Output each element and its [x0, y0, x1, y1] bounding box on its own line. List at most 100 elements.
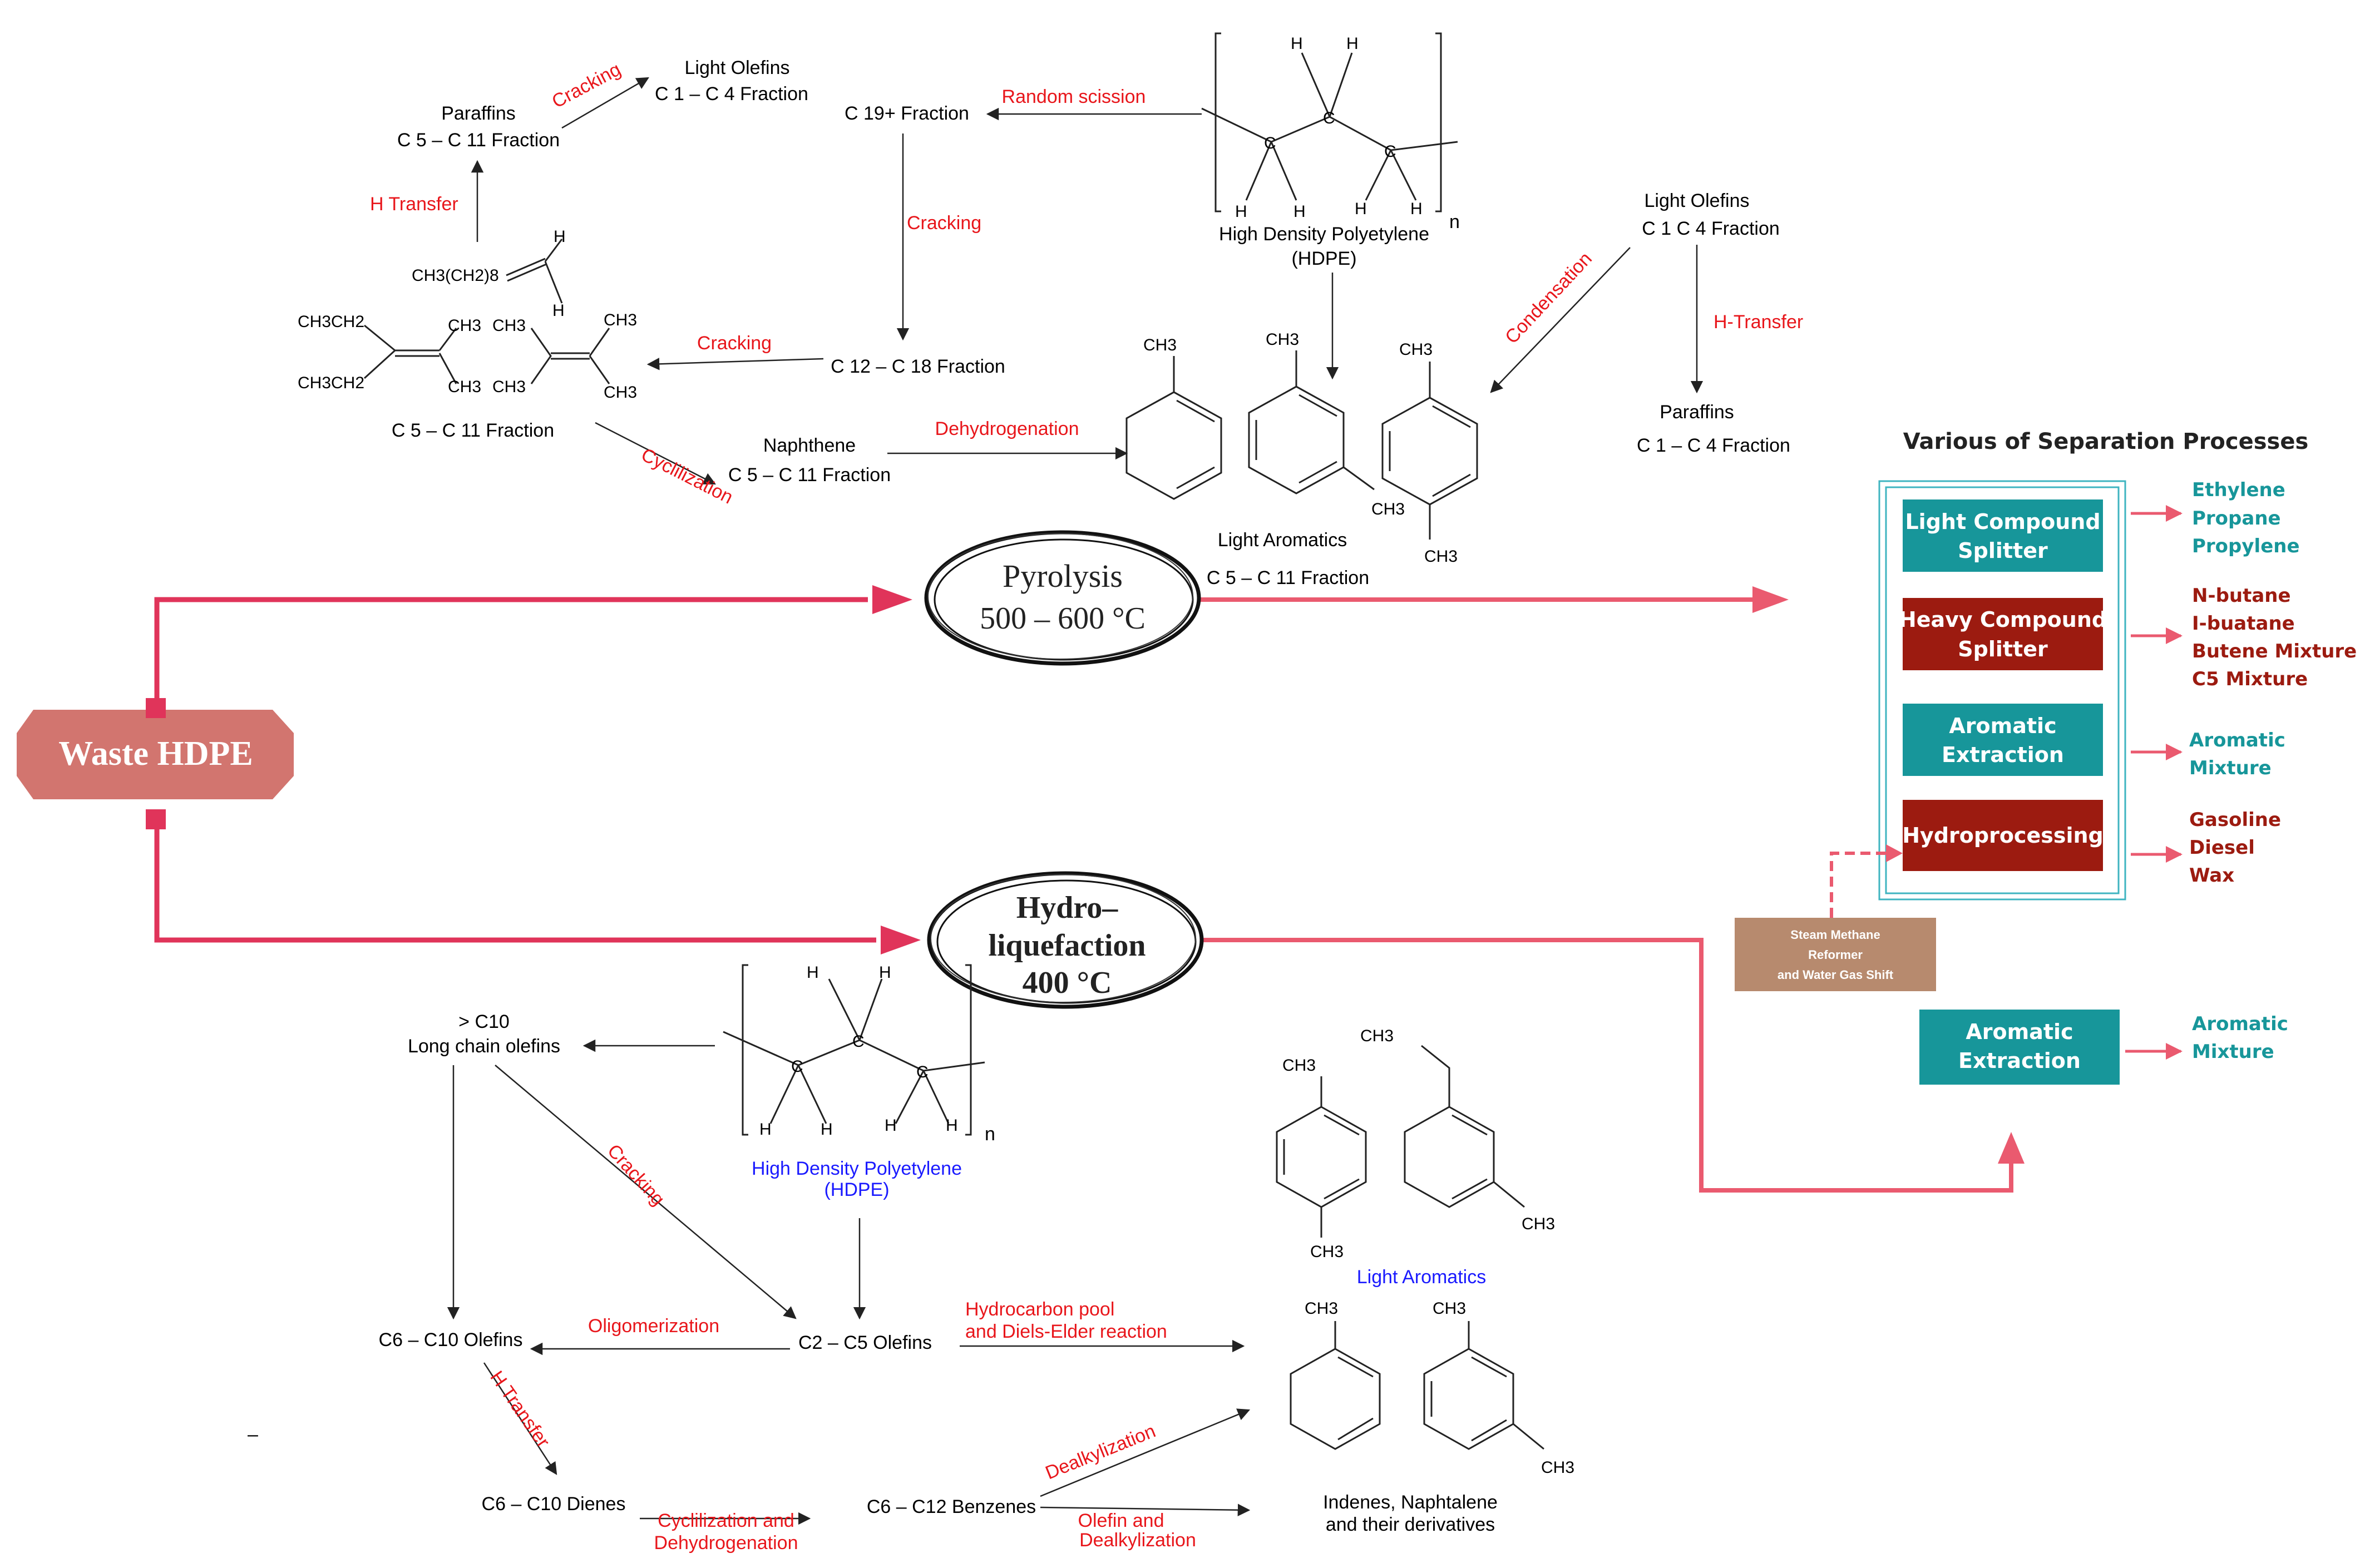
label-hydrocarbon-pool-1: Hydrocarbon pool — [965, 1299, 1114, 1320]
hdpe-n-bottom: n — [985, 1124, 995, 1145]
product-aromatic-2: Aromatic — [2192, 1013, 2288, 1035]
naphthene-label: Naphthene — [763, 435, 856, 456]
naphthene-range: C 5 – C 11 Fraction — [728, 464, 891, 486]
light-aromatics-bottom: Light Aromatics — [1357, 1267, 1486, 1288]
product-diesel: Diesel — [2189, 837, 2255, 859]
label-cracking-bottom: Cracking — [603, 1140, 669, 1210]
hydro-feed-line — [154, 829, 876, 943]
label-olefin-dealk-2: Dealkylization — [1079, 1530, 1196, 1551]
atom-label: H — [879, 963, 891, 982]
hydro-mechanism: C C C H H H H H H n High Density Polyety… — [248, 963, 1574, 1554]
product-mixture-1: Mixture — [2189, 757, 2272, 779]
atom-label: H — [1291, 34, 1303, 53]
hydroliquefaction-node[interactable]: Hydro– liquefaction 400 °C — [927, 871, 1204, 1009]
label-olefin-dealk-1: Olefin and — [1078, 1510, 1164, 1531]
product-propane: Propane — [2192, 507, 2281, 530]
atom-label: H — [946, 1116, 958, 1135]
long-chain-olefins: Long chain olefins — [408, 1036, 560, 1057]
atom-label: CH3 — [1310, 1243, 1344, 1261]
label-cyclization: Cyclilization — [638, 444, 736, 508]
pyrolysis-feed-arrowhead — [872, 585, 912, 614]
unit-label: Heavy Compound — [1899, 607, 2107, 632]
product-gasoline: Gasoline — [2189, 809, 2281, 831]
hdpe-abbr-top: (HDPE) — [1291, 248, 1356, 269]
atom-label: C — [1384, 142, 1396, 161]
hydroprocessing[interactable] — [1903, 800, 2103, 871]
product-wax: Wax — [2189, 864, 2234, 887]
label-h-transfer2: H-Transfer — [1714, 311, 1803, 333]
indenes-line1: Indenes, Naphtalene — [1323, 1492, 1498, 1513]
connector-top — [146, 698, 166, 718]
atom-label: CH3 — [1433, 1299, 1466, 1318]
product-c5-mixture: C5 Mixture — [2192, 668, 2308, 690]
connector-bottom — [146, 809, 166, 829]
heavy-compound-splitter[interactable] — [1903, 598, 2103, 670]
branched-alkenes: CH3CH2 CH3CH2 CH3 CH3 CH3 CH3 CH3 CH3 — [298, 311, 637, 402]
atom-label: C — [916, 1063, 929, 1081]
atom-label: CH3 — [604, 383, 637, 402]
c5-fraction-left: C 5 – C 11 Fraction — [392, 420, 554, 441]
pyrolysis-title: Pyrolysis — [1003, 558, 1123, 594]
pyrolysis-node[interactable]: Pyrolysis 500 – 600 °C — [924, 530, 1201, 666]
atom-label: H — [554, 227, 566, 246]
aromatic-ring-2: CH3 CH3 — [1248, 330, 1405, 518]
atom-label: CH3 — [1360, 1027, 1394, 1045]
separation-frame-outer — [1878, 480, 2126, 901]
c19-fraction: C 19+ Fraction — [845, 103, 969, 124]
atom-label: CH3 — [1522, 1215, 1555, 1233]
atom-label: CH3CH2 — [298, 374, 364, 392]
benzenes: C6 – C12 Benzenes — [867, 1496, 1036, 1517]
aromatic-extraction-2[interactable] — [1919, 1010, 2120, 1085]
label-dealkylization: Dealkylization — [1043, 1421, 1159, 1484]
product-mixture-2: Mixture — [2192, 1041, 2274, 1063]
light-olefins2-label: Light Olefins — [1645, 190, 1750, 211]
reformer-link-arrowhead — [1886, 844, 1903, 862]
c12-fraction: C 12 – C 18 Fraction — [831, 356, 1005, 377]
steam-methane-reformer[interactable] — [1735, 918, 1936, 991]
pyrolysis-feed-line — [154, 597, 868, 698]
label-cyclization-2: Dehydrogenation — [654, 1532, 798, 1554]
unit-label: Steam Methane — [1790, 928, 1880, 942]
atom-label: H — [552, 301, 565, 320]
hdpe-structure-top: C C C H H H H H H n High Density Polyety… — [1201, 32, 1460, 269]
hydro-title-line2: liquefaction — [988, 928, 1146, 963]
hdpe-name-bottom: High Density Polyetylene — [752, 1158, 962, 1179]
c2-olefins: C2 – C5 Olefins — [798, 1332, 932, 1353]
hdpe-abbr-bottom: (HDPE) — [824, 1179, 889, 1200]
waste-hdpe-box[interactable] — [17, 710, 294, 799]
hydro-feed-arrowhead — [881, 926, 921, 954]
atom-label: CH3 — [1305, 1299, 1338, 1318]
aromatic-extraction-1[interactable] — [1903, 704, 2103, 776]
atom-label: H — [807, 963, 819, 982]
pyrolysis-mechanism: C C C H H H H H H n High Density Polyety… — [298, 32, 1803, 588]
separation-section: Various of Separation Processes Light Co… — [1735, 429, 2357, 1085]
atom-label: C — [791, 1057, 803, 1076]
aromatic-ring-1: CH3 — [1125, 336, 1222, 500]
atom-label: C — [1323, 109, 1335, 127]
atom-label: C — [1264, 134, 1276, 152]
c6-olefins: C6 – C10 Olefins — [379, 1329, 523, 1351]
separation-title: Various of Separation Processes — [1903, 429, 2309, 454]
long-chain-prefix: > C10 — [458, 1011, 510, 1032]
unit-label: Splitter — [1958, 637, 2048, 661]
unit-label: Aromatic — [1966, 1020, 2073, 1044]
product-i-butane: I-buatane — [2192, 612, 2295, 635]
aromatic-ring-6: CH3 — [1290, 1299, 1381, 1450]
alkene-chain: CH3(CH2)8 — [412, 266, 499, 285]
light-olefins-range: C 1 – C 4 Fraction — [655, 83, 808, 105]
hydro-out-arrowhead — [1998, 1132, 2025, 1164]
unit-label: Hydroprocessing — [1902, 823, 2103, 848]
atom-label: CH3 — [1266, 330, 1299, 349]
aromatic-ring-5: CH3 CH3 — [1360, 1027, 1555, 1233]
atom-label: CH3 — [1399, 340, 1433, 359]
light-compound-splitter[interactable] — [1903, 499, 2103, 572]
label-oligomerization: Oligomerization — [588, 1315, 719, 1337]
product-aromatic-1: Aromatic — [2189, 729, 2285, 751]
aromatic-ring-3: CH3 CH3 — [1381, 340, 1478, 566]
light-aromatics-range: C 5 – C 11 Fraction — [1207, 567, 1369, 588]
light-aromatics-label: Light Aromatics — [1218, 530, 1347, 551]
unit-label: Reformer — [1808, 948, 1863, 962]
atom-label: CH3 — [1541, 1458, 1574, 1477]
dienes: C6 – C10 Dienes — [482, 1493, 626, 1515]
